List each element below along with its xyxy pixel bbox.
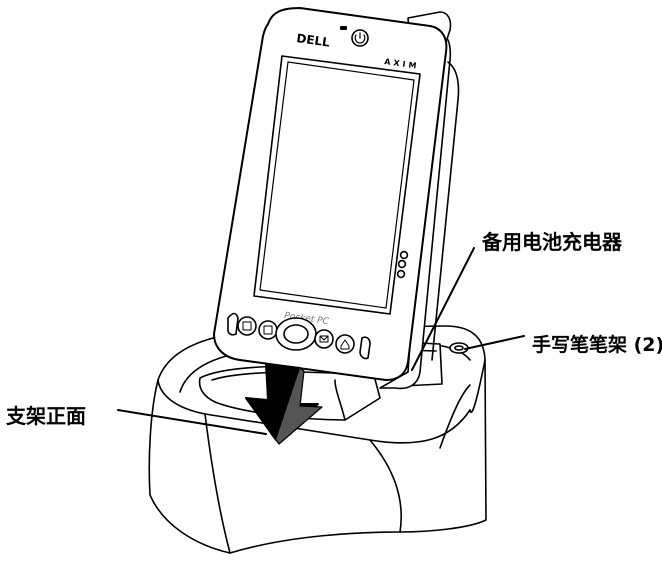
side-button-2	[397, 259, 407, 269]
left-edge-button	[227, 312, 239, 336]
pda-device: DELL AXIM Pocket PC	[213, 7, 460, 390]
dell-logo: DELL	[296, 31, 331, 50]
side-button-1	[399, 250, 409, 260]
label-spare-battery-charger: 备用电池充电器	[482, 230, 622, 254]
calendar-button-icon	[237, 316, 257, 336]
leader-line-stylus	[464, 335, 525, 350]
label-stylus-holders: 手写笔笔架 (2)	[532, 334, 662, 356]
home-button-icon	[335, 334, 355, 354]
leader-line-charger	[411, 247, 475, 371]
inbox-button-icon	[314, 329, 334, 349]
contacts-button-icon	[258, 320, 278, 340]
insert-down-arrow-icon	[245, 363, 323, 445]
label-cradle-front: 支架正面	[6, 404, 86, 428]
leader-line-front	[117, 409, 267, 435]
led-indicator	[340, 26, 347, 30]
right-edge-button	[359, 336, 371, 360]
side-button-3	[396, 269, 406, 279]
